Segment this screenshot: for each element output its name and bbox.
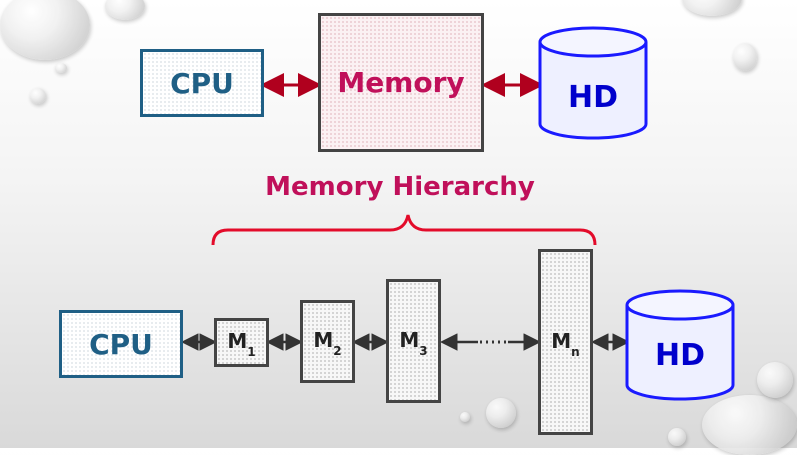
- water-drop: [668, 428, 686, 446]
- m3-label: M3: [399, 327, 428, 358]
- m2-label: M2: [313, 328, 342, 358]
- hd-cylinder-bottom: [625, 289, 735, 401]
- memory-box: Memory: [318, 13, 484, 152]
- hierarchy-brace: [211, 214, 597, 246]
- hd-cylinder-top: [538, 26, 648, 140]
- cpu-box-top: CPU: [140, 49, 264, 117]
- water-drop: [0, 0, 90, 60]
- m1-label: M1: [227, 329, 256, 359]
- hd-label-top-wrap: HD: [540, 70, 646, 124]
- hd-label-top: HD: [567, 79, 618, 115]
- memory-level-1: M1: [214, 318, 269, 367]
- water-drop: [757, 362, 793, 398]
- water-drop: [733, 43, 757, 71]
- water-drop: [460, 412, 470, 422]
- memory-level-n: Mn: [538, 249, 593, 435]
- cpu-box-bottom: CPU: [59, 310, 183, 378]
- memory-level-3: M3: [386, 279, 441, 403]
- memory-level-2: M2: [300, 300, 355, 383]
- water-drop: [30, 88, 46, 104]
- water-drop: [55, 63, 67, 73]
- water-drop: [682, 0, 742, 16]
- cpu-label-bottom: CPU: [89, 327, 153, 361]
- mn-label: Mn: [551, 328, 580, 359]
- water-drop: [486, 398, 516, 428]
- water-drop: [702, 395, 797, 455]
- hd-label-bottom: HD: [654, 337, 705, 373]
- hierarchy-title: Memory Hierarchy: [265, 172, 535, 202]
- hd-label-bottom-wrap: HD: [627, 328, 733, 382]
- cpu-label-top: CPU: [170, 66, 234, 100]
- water-drop: [105, 0, 145, 20]
- memory-label: Memory: [337, 66, 465, 99]
